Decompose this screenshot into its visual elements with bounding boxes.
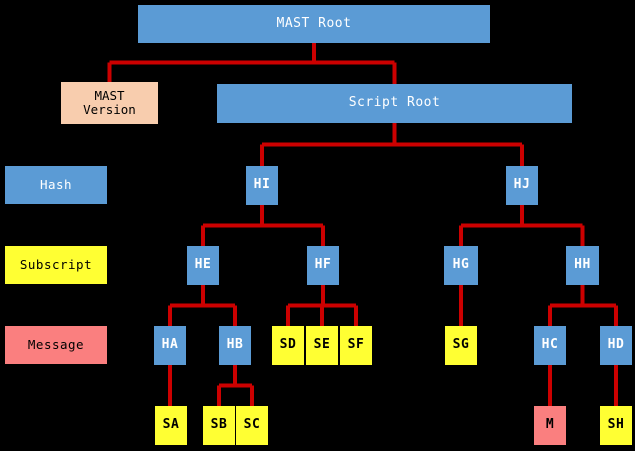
node-label: SF [347,337,365,353]
legend-label: Hash [39,176,73,192]
node-label: MAST Root [276,15,352,31]
node-label: HH [574,257,591,273]
node-HG: HG [444,246,478,285]
node-label: HA [161,337,179,353]
node-label: MAST Version [83,87,136,117]
node-HH: HH [566,246,599,285]
node-label: SA [162,417,180,433]
legend-item-hash: Hash [5,166,107,204]
node-label: SD [279,337,297,353]
node-label: HC [541,337,559,353]
node-HA: HA [154,326,186,365]
node-SD: SD [272,326,304,365]
node-label: HI [253,177,271,193]
node-label: HD [607,337,625,353]
node-label: HE [194,257,212,273]
node-HF: HF [307,246,339,285]
legend-item-message: Message [5,326,107,364]
node-label: Script Root [348,95,441,111]
legend-item-subscript: Subscript [5,246,107,284]
node-HD: HD [600,326,632,365]
node-label: SG [452,337,470,353]
node-label: HG [452,257,470,273]
legend-label: Message [27,336,85,352]
node-label: SC [243,417,261,433]
node-label: SE [313,337,331,353]
node-HB: HB [219,326,251,365]
node-label: SB [210,417,228,433]
node-M: M [534,406,566,445]
node-SA: SA [155,406,187,445]
node-label: SH [607,417,625,433]
node-SB: SB [203,406,235,445]
node-HJ: HJ [506,166,538,205]
node-SF: SF [340,326,372,365]
node-script-root: Script Root [217,84,572,123]
node-HC: HC [534,326,566,365]
node-label: HJ [513,177,531,193]
node-SG: SG [445,326,477,365]
node-mast-version: MAST Version [61,82,158,124]
node-label: M [545,417,555,433]
node-label: HB [226,337,244,353]
node-HI: HI [246,166,278,205]
node-SC: SC [236,406,268,445]
node-SE: SE [306,326,338,365]
node-label: HF [314,257,332,273]
node-SH: SH [600,406,632,445]
node-HE: HE [187,246,219,285]
node-mast-root: MAST Root [138,5,490,43]
legend-label: Subscript [19,256,93,272]
